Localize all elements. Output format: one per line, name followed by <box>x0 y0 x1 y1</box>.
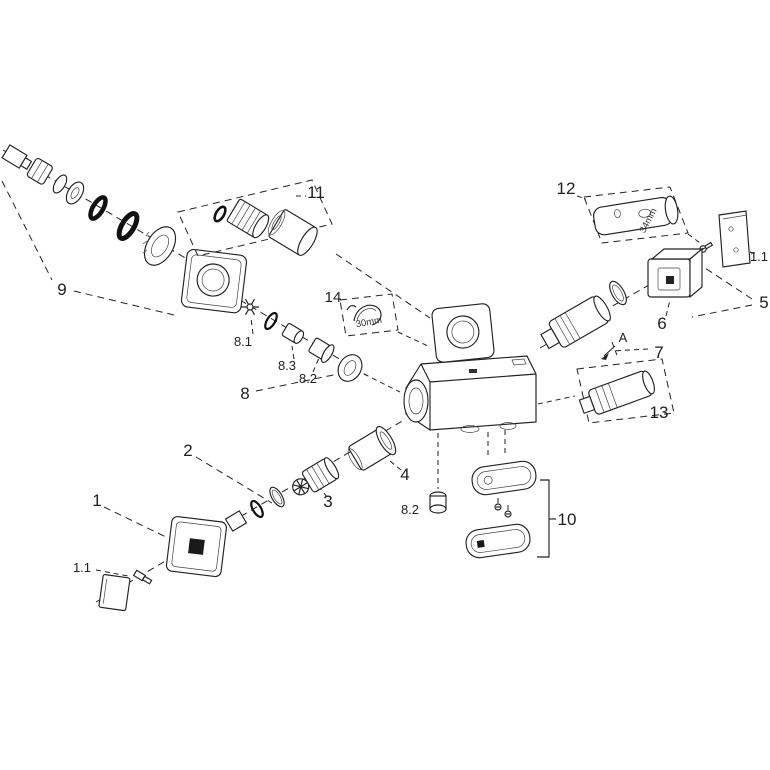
part-group-9 <box>1 144 248 314</box>
part-group-5 <box>699 210 751 268</box>
sleeve-cylinder <box>267 209 318 256</box>
square-escutcheon-square-hole <box>165 516 227 578</box>
threaded-fitting <box>224 510 248 532</box>
detail-arrow <box>601 353 609 360</box>
callout-11: 11 <box>307 183 325 202</box>
callout-13: 13 <box>650 403 669 422</box>
shower-cylinder <box>593 195 679 236</box>
spare-cartridge <box>578 370 655 415</box>
dim-30mm: 30mm <box>355 315 383 330</box>
washer-large <box>65 181 85 205</box>
extension-sleeve <box>347 425 397 471</box>
brand-mark <box>469 369 477 373</box>
curved-tube <box>353 304 382 326</box>
seal-ring <box>213 205 227 223</box>
valve-insert <box>308 337 335 364</box>
part-group-13 <box>576 358 675 424</box>
callout-1-1: 1.1 <box>73 560 91 575</box>
callout-12: 12 <box>557 179 576 198</box>
knurled-sleeve <box>226 198 270 239</box>
thermostat-cartridge <box>540 295 611 350</box>
callout-8-1: 8.1 <box>234 334 252 349</box>
small-plate <box>98 574 131 612</box>
washer-small <box>52 174 68 194</box>
leader-lines <box>1 149 758 603</box>
screw <box>504 510 512 518</box>
part-group-1-4 <box>98 425 397 612</box>
shelf-bottom <box>465 523 531 559</box>
detail-a-label: A <box>619 330 628 345</box>
callout-1-1-right: 1.1 <box>750 249 768 264</box>
callout-2: 2 <box>183 441 192 460</box>
callout-8-2-bottom: 8.2 <box>401 502 419 517</box>
callout-6: 6 <box>657 314 666 333</box>
o-ring <box>116 211 140 241</box>
screw <box>132 569 153 585</box>
part-group-10 <box>465 460 556 559</box>
washer <box>264 311 278 331</box>
handle-cube <box>647 247 704 299</box>
part-group-12 <box>583 186 689 244</box>
o-ring <box>88 195 108 221</box>
wall-flange <box>431 303 495 363</box>
union-nut <box>142 226 177 266</box>
callout-9: 9 <box>57 280 66 299</box>
callout-14: 14 <box>325 289 342 306</box>
bracket <box>537 479 550 558</box>
shelf-top <box>471 460 537 496</box>
mixer-body <box>403 303 537 433</box>
callout-8-2: 8.2 <box>299 371 317 386</box>
hex-nut <box>26 157 53 185</box>
callout-5: 5 <box>759 293 768 312</box>
part-group-6 <box>540 247 704 360</box>
clip <box>346 304 357 311</box>
cartridge <box>292 457 340 496</box>
square-escutcheon <box>180 248 248 314</box>
callout-10: 10 <box>558 510 577 529</box>
collar-ring <box>609 280 627 306</box>
part-group-14 <box>339 293 399 337</box>
screw <box>494 503 502 511</box>
threaded-stud <box>1 144 33 170</box>
check-valve <box>281 323 305 344</box>
gear-end <box>292 478 310 496</box>
callout-8-3: 8.3 <box>278 358 296 373</box>
part-8-2-plug <box>429 491 447 514</box>
callout-8: 8 <box>240 384 249 403</box>
callout-3: 3 <box>323 492 332 511</box>
washer <box>250 499 264 519</box>
retaining-nut <box>337 354 363 382</box>
part-group-11 <box>177 179 333 257</box>
star-screw <box>241 298 259 316</box>
callout-4: 4 <box>400 465 409 484</box>
callout-1: 1 <box>92 491 101 510</box>
back-plate <box>718 210 751 268</box>
body-block <box>403 355 537 433</box>
part-group-8 <box>241 298 363 382</box>
seal-ring <box>269 486 285 508</box>
callout-7: 7 <box>654 343 663 362</box>
